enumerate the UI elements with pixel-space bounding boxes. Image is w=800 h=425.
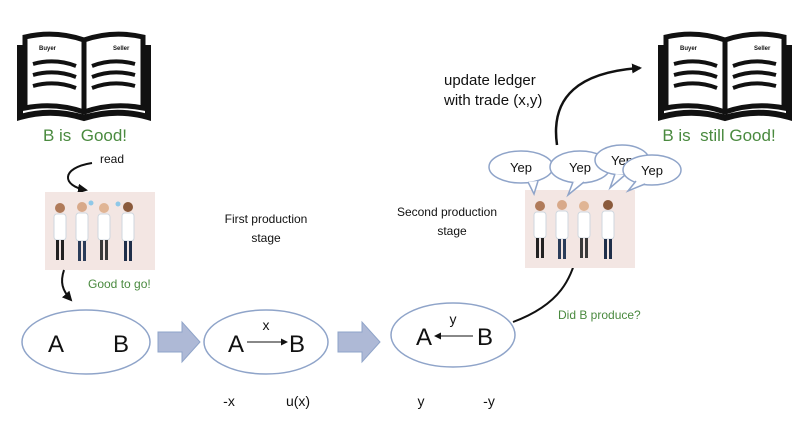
party-a-label: A bbox=[48, 331, 64, 358]
read-arrow bbox=[67, 162, 93, 194]
book-header-buyer: Buyer bbox=[39, 46, 57, 52]
state-ellipse-initial bbox=[21, 309, 151, 375]
stage1-label-line2: stage bbox=[251, 231, 281, 245]
bubble-text: Yep bbox=[569, 160, 591, 175]
payoff-stage2-a: y bbox=[418, 393, 425, 409]
update-label-line1: update ledger bbox=[444, 72, 536, 89]
bubble-text: Yep bbox=[510, 160, 532, 175]
stage2-label-line1: Second production bbox=[397, 205, 497, 219]
state-ellipse-stage2 bbox=[390, 302, 516, 368]
ledger-right-caption: B is still Good! bbox=[662, 126, 775, 145]
payoff-stage1-a: -x bbox=[223, 393, 235, 409]
party-a-label: A bbox=[416, 324, 432, 351]
payoff-stage1-b: u(x) bbox=[286, 393, 310, 409]
party-b-label: B bbox=[477, 324, 493, 351]
did-b-produce-label: Did B produce? bbox=[558, 308, 641, 322]
transfer-amount-y: y bbox=[450, 311, 457, 327]
validators-image-right bbox=[525, 190, 635, 268]
read-label: read bbox=[100, 152, 124, 166]
validators-image-left bbox=[45, 192, 155, 270]
block-arrow-to-stage2 bbox=[337, 320, 381, 364]
validators-arrow-down bbox=[61, 269, 73, 302]
ledger-book-left: Buyer Seller bbox=[17, 31, 151, 122]
ledger-left-caption: B is Good! bbox=[43, 126, 127, 145]
speech-bubble-1: Yep bbox=[488, 150, 554, 197]
book-header-buyer: Buyer bbox=[680, 46, 698, 52]
ledger-book-right: Buyer Seller bbox=[658, 31, 792, 122]
book-header-seller: Seller bbox=[754, 46, 771, 52]
speech-bubble-4: Yep bbox=[622, 154, 682, 193]
party-a-label: A bbox=[228, 331, 244, 358]
stage2-label-line2: stage bbox=[437, 224, 467, 238]
bubble-text: Yep bbox=[641, 163, 663, 178]
party-b-label: B bbox=[113, 331, 129, 358]
payoff-stage2-b: -y bbox=[483, 393, 495, 409]
party-b-label: B bbox=[289, 331, 305, 358]
update-label-line2: with trade (x,y) bbox=[443, 92, 542, 109]
book-header-seller: Seller bbox=[113, 46, 130, 52]
validators-status-left: Good to go! bbox=[88, 277, 151, 291]
block-arrow-to-stage1 bbox=[157, 320, 201, 364]
transfer-amount-x: x bbox=[263, 317, 270, 333]
stage1-label-line1: First production bbox=[225, 212, 308, 226]
update-ledger-arrow bbox=[554, 63, 642, 146]
